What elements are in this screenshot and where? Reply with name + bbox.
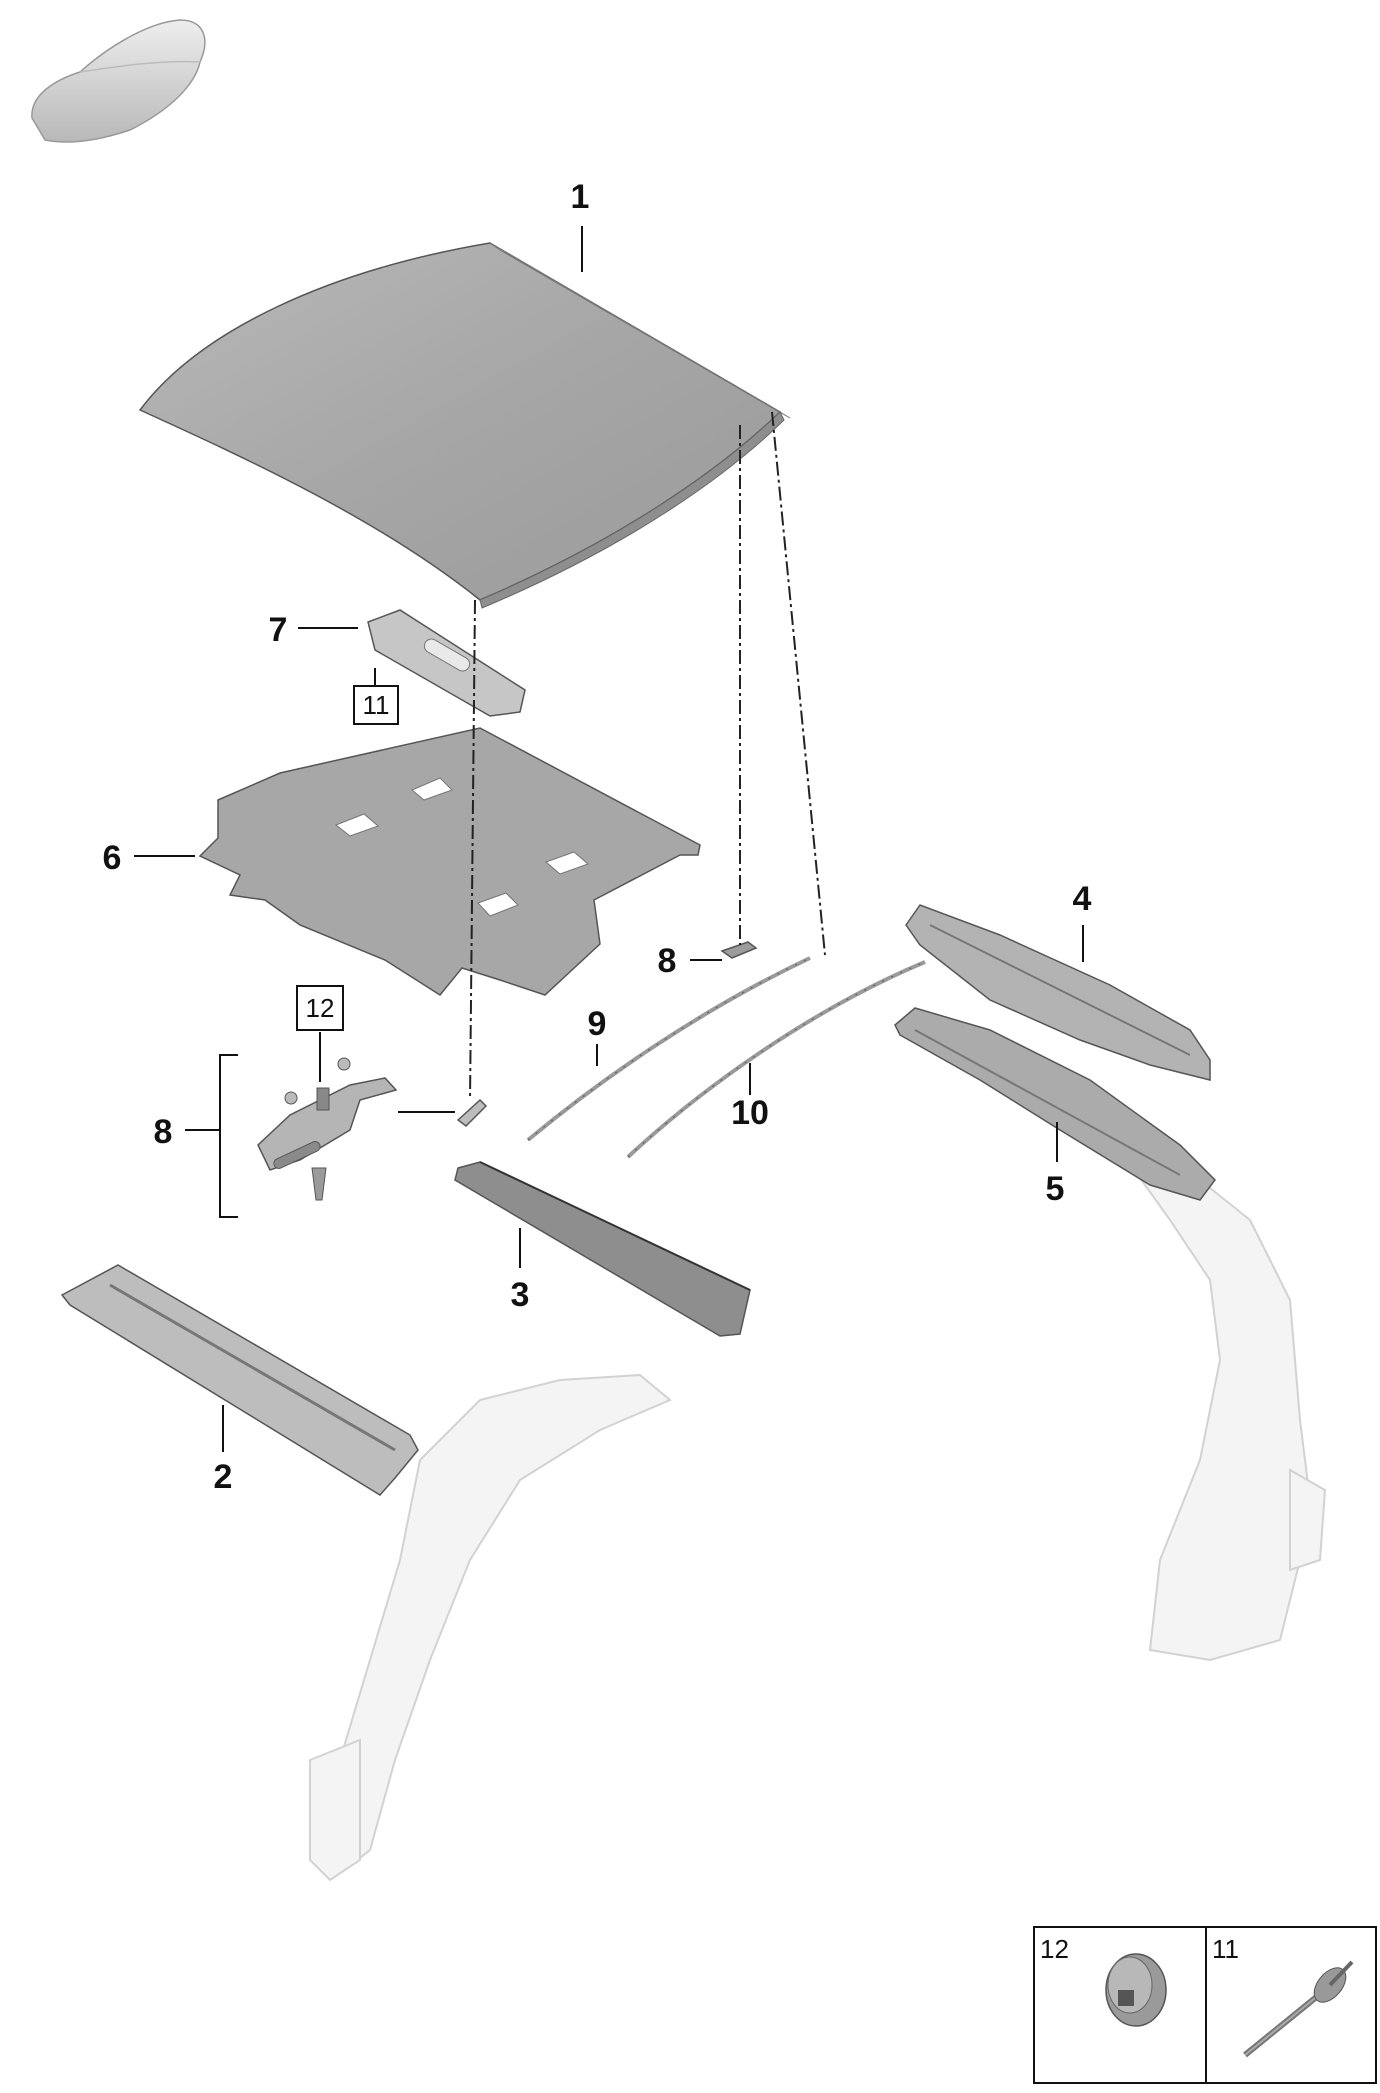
seal-strip-10: [626, 960, 926, 1159]
callout-3: 3: [511, 1276, 530, 1314]
small-clip-part: [456, 941, 758, 1127]
callout-8-hinge: 8: [154, 1113, 173, 1151]
a-pillar-ghost: [309, 1373, 672, 1882]
legend-label-11: 11: [1212, 1934, 1239, 1964]
callout-8-clip: 8: [658, 942, 677, 980]
leader-lines: [134, 226, 1084, 1452]
side-rail-front: [60, 1264, 419, 1496]
c-pillar-ghost: [1117, 1147, 1327, 1662]
callout-7: 7: [269, 611, 288, 649]
ref-box-11: 11: [353, 685, 399, 725]
callout-10: 10: [731, 1094, 769, 1132]
assembly-guide-lines: [469, 411, 826, 1101]
callout-2: 2: [214, 1458, 233, 1496]
hinge-assembly: [257, 1057, 398, 1201]
callout-4: 4: [1073, 880, 1092, 918]
front-roof-crossmember: [454, 1161, 751, 1337]
seal-strip-9: [526, 956, 811, 1142]
rivet-icon: [1243, 1960, 1354, 2058]
bracket-part: [367, 609, 526, 717]
callout-5: 5: [1046, 1170, 1065, 1208]
callout-6: 6: [103, 839, 122, 877]
car-thumbnail-icon: [31, 19, 206, 143]
callout-1: 1: [571, 178, 590, 216]
svg-text:12: 12: [306, 993, 335, 1023]
ref-box-12: 12: [296, 985, 344, 1031]
nut-icon: [1105, 1953, 1167, 2027]
rear-roof-frame-inner: [894, 1007, 1216, 1201]
callout-9: 9: [588, 1005, 607, 1043]
fastener-legend: 12 11: [1033, 1926, 1377, 2084]
legend-label-12: 12: [1040, 1934, 1069, 1964]
insulation-mat: [198, 727, 701, 996]
svg-text:11: 11: [363, 690, 390, 720]
roof-panel: [138, 242, 791, 609]
rear-roof-frame: [905, 904, 1211, 1081]
